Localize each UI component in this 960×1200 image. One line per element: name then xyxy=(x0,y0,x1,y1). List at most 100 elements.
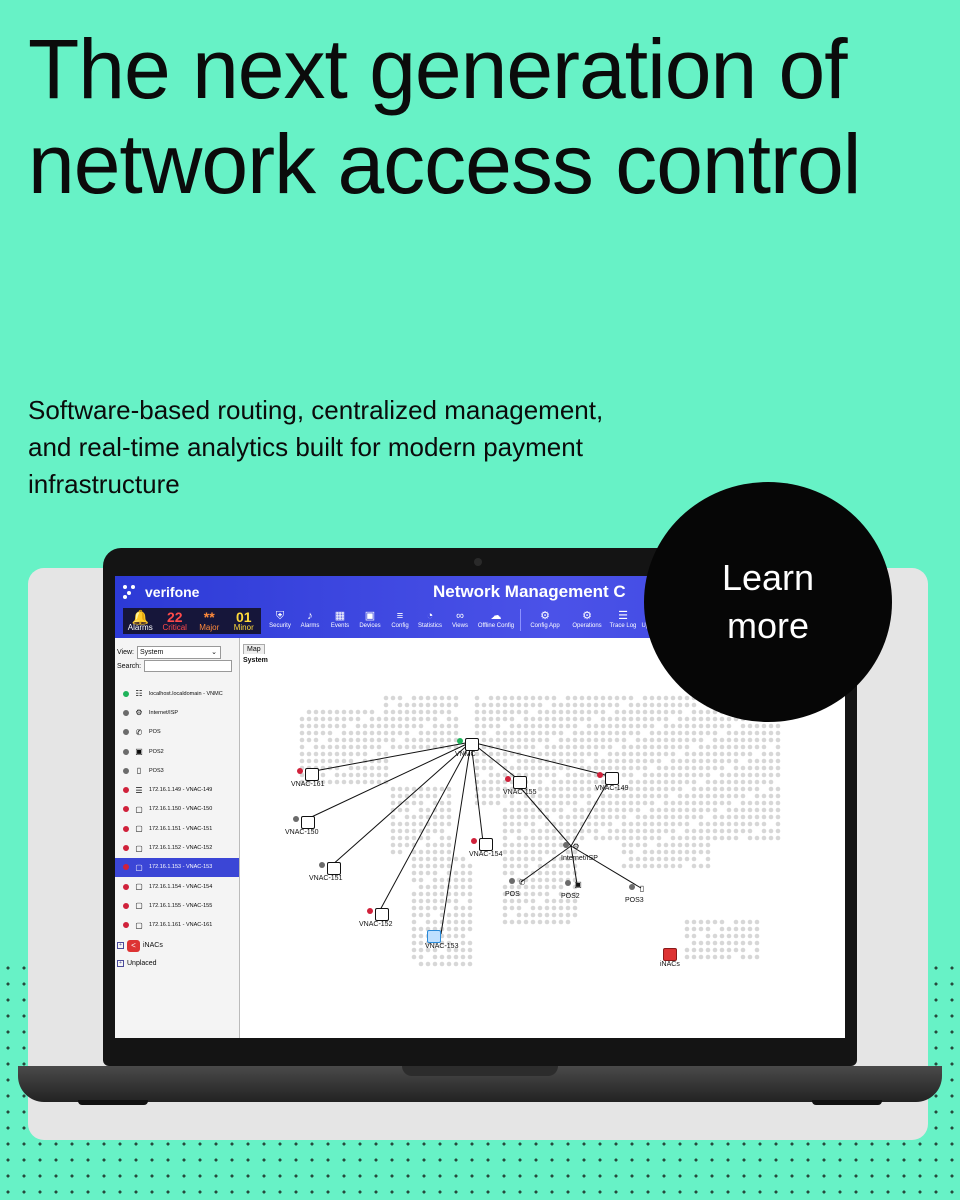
tool-label: Events xyxy=(330,623,350,629)
monitor-icon xyxy=(305,768,319,781)
node-vnac-150[interactable]: VNAC-150 xyxy=(285,816,318,836)
node-label: VNMC xyxy=(455,751,476,758)
tree-group-inacs[interactable]: + < iNACs xyxy=(115,935,239,957)
tool-label: Offline Config xyxy=(477,623,515,629)
view-select[interactable]: System ⌄ xyxy=(137,646,221,659)
tree-item-vnac-155[interactable]: ▢ 172.16.1.155 - VNAC-155 xyxy=(115,896,239,915)
toolbar-config-app[interactable]: ⚙Config App xyxy=(524,609,566,631)
toolbar-offline-config[interactable]: ☁Offline Config xyxy=(475,609,517,631)
view-label: View: xyxy=(117,649,134,656)
toolbar-statistics[interactable]: ◔Statistics xyxy=(415,609,445,631)
node-internet-isp[interactable]: ⚙Internet/ISP xyxy=(561,842,598,862)
status-dot xyxy=(565,880,571,886)
status-dot xyxy=(123,845,129,852)
node-pos[interactable]: ✆POS xyxy=(505,878,527,898)
tree-item-vnac-154[interactable]: ▢172.16.1.154 - VNAC-154 xyxy=(115,877,239,896)
tree-item-label: 172.16.1.154 - VNAC-154 xyxy=(149,883,213,890)
tree-item-isp[interactable]: ⚙Internet/ISP xyxy=(115,703,239,722)
toolbar-devices[interactable]: ▣Devices xyxy=(355,609,385,631)
node-vnmc[interactable]: VNMC xyxy=(455,738,479,758)
status-dot xyxy=(297,768,303,774)
network-icon: ☷ xyxy=(135,689,143,699)
node-pos2[interactable]: ▣POS2 xyxy=(561,880,583,900)
tool-label: Config App xyxy=(530,623,560,629)
node-label: iNACs xyxy=(660,961,680,968)
app-title: Network Management C xyxy=(433,582,626,601)
calendar-icon: ▦ xyxy=(334,610,346,622)
node-vnac-153[interactable]: VNAC-153 xyxy=(425,930,458,950)
node-inacs[interactable]: iNACs xyxy=(660,948,680,968)
monitor-icon xyxy=(327,862,341,875)
tree-group-unplaced[interactable]: + Unplaced xyxy=(115,957,239,971)
tree-item-label: 172.16.1.151 - VNAC-151 xyxy=(149,825,213,832)
brand-logo[interactable]: verifone xyxy=(123,584,199,600)
status-dot xyxy=(597,772,603,778)
status-dot xyxy=(123,825,129,832)
tree-group-label: Unplaced xyxy=(127,960,157,968)
tree-item-label: 172.16.1.155 - VNAC-155 xyxy=(149,902,213,909)
alarms-counter[interactable]: 🔔 Alarms xyxy=(123,608,158,634)
learn-more-button[interactable]: Learn more xyxy=(644,482,892,722)
mobile-icon: ▯ xyxy=(639,884,645,893)
shield-icon: ⛨ xyxy=(275,610,285,622)
tab-map[interactable]: Map xyxy=(243,644,265,654)
monitor-icon xyxy=(301,816,315,829)
node-vnac-155[interactable]: VNAC-155 xyxy=(503,776,536,796)
counter-label: Alarms xyxy=(127,623,153,632)
toolbar-trace-log[interactable]: ☰Trace Log xyxy=(608,609,638,631)
tree-item-vnac-153[interactable]: ▢172.16.1.153 - VNAC-153 xyxy=(115,857,239,877)
alarm-counters[interactable]: 🔔 Alarms 22 Critical ** Major 01 Minor xyxy=(123,608,261,634)
status-dot xyxy=(123,787,129,794)
search-label: Search: xyxy=(117,662,142,670)
tree-item-vnac-149[interactable]: ☰172.16.1.149 - VNAC-149 xyxy=(115,780,239,799)
tree-item-vnmc[interactable]: ☷localhost.localdomain - VNMC xyxy=(115,684,239,703)
monitor-icon: ▢ xyxy=(135,901,143,911)
toolbar-views[interactable]: ∞Views xyxy=(445,609,475,631)
tree-item-vnac-161[interactable]: ▢ 172.16.1.161 - VNAC-161 xyxy=(115,916,239,935)
monitor-icon: ▢ xyxy=(135,920,143,930)
expand-icon[interactable]: + xyxy=(117,942,124,950)
status-dot xyxy=(471,838,477,844)
status-dot xyxy=(563,842,569,848)
tree-item-label: 172.16.1.150 - VNAC-150 xyxy=(149,806,213,813)
node-vnac-161[interactable]: VNAC-161 xyxy=(291,768,324,788)
status-dot xyxy=(123,922,129,929)
tree-item-label: POS xyxy=(149,729,161,736)
tree-item-vnac-152[interactable]: ▢172.16.1.152 - VNAC-152 xyxy=(115,838,239,857)
node-vnac-149[interactable]: VNAC-149 xyxy=(595,772,628,792)
tree-item-pos2[interactable]: ▣POS2 xyxy=(115,742,239,761)
gears-icon: ⚙ xyxy=(582,610,592,622)
pos-terminal-icon: ▣ xyxy=(574,880,582,889)
tree-item-vnac-150[interactable]: ▢172.16.1.150 - VNAC-150 xyxy=(115,800,239,819)
view-row: View: System ⌄ xyxy=(117,646,221,659)
critical-counter[interactable]: 22 Critical xyxy=(158,608,193,634)
node-vnac-151[interactable]: VNAC-151 xyxy=(309,862,342,882)
toolbar-security[interactable]: ⛨Security xyxy=(265,609,295,631)
status-dot xyxy=(123,864,129,871)
sliders-icon: ≡ xyxy=(396,610,404,622)
tree-item-pos[interactable]: ✆POS xyxy=(115,723,239,742)
topology-links xyxy=(304,741,642,935)
counter-label: Minor xyxy=(233,623,254,632)
bell-icon: 🔔 xyxy=(131,609,149,625)
node-vnac-152[interactable]: VNAC-152 xyxy=(359,908,392,928)
laptop-screen: verifone Network Management C 🔔 Alarms 2… xyxy=(115,576,845,1038)
node-pos3[interactable]: ▯POS3 xyxy=(625,884,647,904)
toolbar-events[interactable]: ▦Events xyxy=(325,609,355,631)
minor-counter[interactable]: 01 Minor xyxy=(227,608,262,634)
node-vnac-154[interactable]: VNAC-154 xyxy=(469,838,502,858)
toolbar-alarms[interactable]: ♪Alarms xyxy=(295,609,325,631)
tree-item-pos3[interactable]: ▯POS3 xyxy=(115,761,239,780)
tool-label: Statistics xyxy=(417,623,442,629)
toolbar-config[interactable]: ≡Config xyxy=(385,609,415,631)
status-dot xyxy=(123,690,129,697)
node-label: VNAC-153 xyxy=(425,943,459,950)
expand-icon[interactable]: + xyxy=(117,960,124,968)
major-counter[interactable]: ** Major xyxy=(192,608,227,634)
toolbar-operations[interactable]: ⚙Operations xyxy=(566,609,608,631)
tree-item-vnac-151[interactable]: ▢172.16.1.151 - VNAC-151 xyxy=(115,819,239,838)
status-dot xyxy=(319,862,325,868)
search-input[interactable] xyxy=(144,660,233,672)
tree-item-label: 172.16.1.161 - VNAC-161 xyxy=(149,922,213,929)
status-dot xyxy=(629,884,635,890)
